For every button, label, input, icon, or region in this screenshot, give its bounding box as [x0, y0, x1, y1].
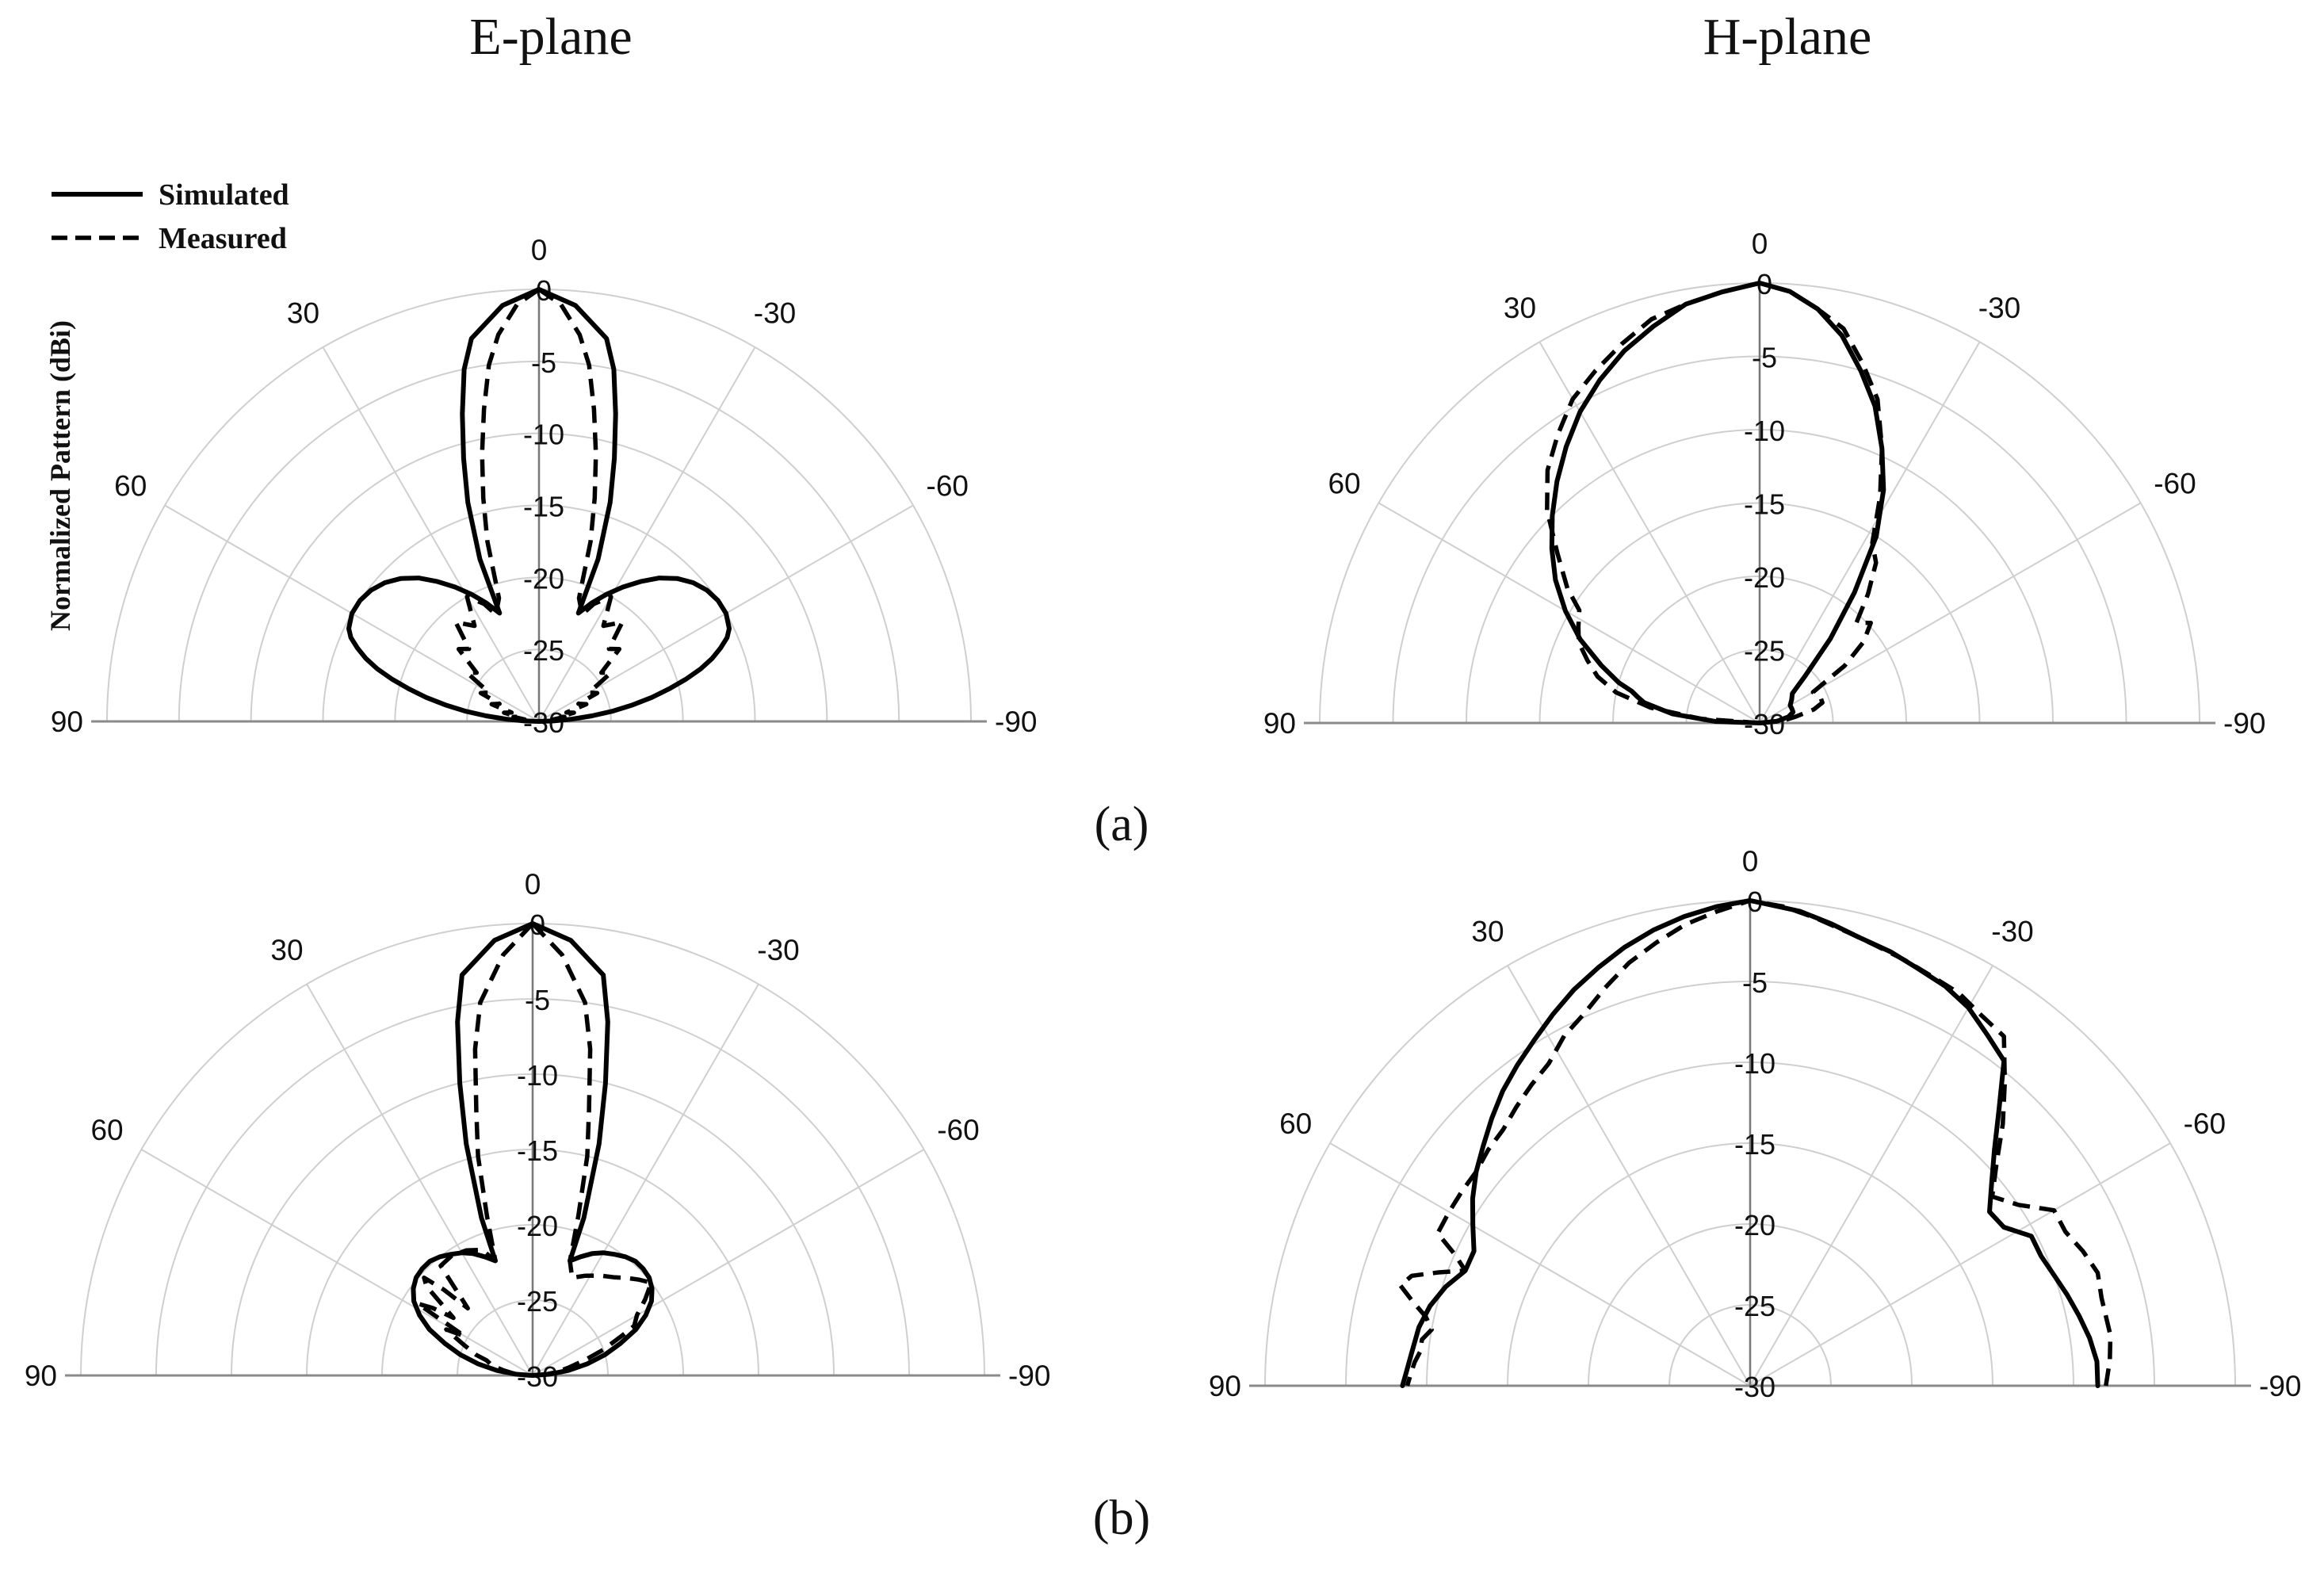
angle-tick-label: -60: [927, 470, 969, 503]
angle-tick-label: 60: [114, 470, 147, 503]
measured-trace: [531, 922, 654, 1378]
radial-tick-label: -20: [1734, 1209, 1775, 1241]
angle-tick-label: -60: [2154, 468, 2196, 500]
angle-tick-label: 30: [1471, 916, 1504, 948]
angle-tick-label: 0: [525, 868, 541, 901]
radial-tick-label: -15: [517, 1134, 558, 1167]
grid-spoke: [1749, 965, 1993, 1387]
angle-tick-label: 90: [25, 1360, 57, 1392]
angle-tick-label: 90: [1263, 707, 1296, 740]
radial-tick-label: -10: [523, 419, 564, 451]
y-axis-label: Normalized Pattern (dBi): [44, 320, 76, 631]
grid-spoke: [1539, 341, 1760, 724]
grid-spoke: [322, 346, 540, 722]
angle-tick-label: -30: [1978, 292, 2020, 324]
angle-tick-label: -60: [2184, 1107, 2226, 1140]
radial-tick-label: -25: [1734, 1290, 1775, 1322]
angle-tick-label: 30: [270, 934, 303, 966]
simulated-trace: [530, 921, 655, 1378]
grid-spoke: [140, 1149, 533, 1376]
angle-tick-label: 0: [1752, 228, 1768, 260]
radial-tick-label: -15: [1734, 1128, 1775, 1161]
angle-tick-label: -90: [2259, 1370, 2301, 1402]
angle-tick-label: 60: [90, 1114, 123, 1146]
angle-tick-label: -30: [754, 297, 796, 330]
angle-tick-label: -60: [937, 1114, 979, 1146]
angle-tick-label: -90: [995, 706, 1037, 738]
radial-tick-label: -5: [525, 984, 550, 1016]
angle-tick-label: 60: [1279, 1107, 1312, 1140]
measured-trace: [415, 922, 534, 1378]
grid-spoke: [538, 346, 756, 722]
radial-tick-label: -25: [523, 634, 564, 667]
panel-label-b: (b): [1093, 1491, 1150, 1545]
angle-tick-label: 0: [531, 234, 548, 266]
radial-tick-label: -5: [1752, 342, 1777, 374]
grid-spoke: [306, 983, 533, 1376]
radial-tick-label: -10: [1734, 1047, 1775, 1080]
angle-tick-label: -30: [757, 934, 799, 966]
grid-spoke: [1507, 965, 1751, 1387]
polar-panels: 90 60 30 0 -30 -60 -90 0 -5 -10 -15 -20 -25 -30 90 60 30…: [25, 228, 2302, 1403]
simulated-trace: [1549, 281, 1886, 725]
angle-tick-label: -90: [2223, 707, 2265, 740]
col-title-e-plane: E-plane: [469, 8, 632, 66]
radial-tick-label: -5: [1742, 966, 1768, 999]
radial-tick-label: -20: [1744, 561, 1785, 594]
simulated-trace: [411, 921, 535, 1378]
radial-tick-label: -20: [523, 562, 564, 595]
measured-trace: [537, 287, 625, 724]
radial-tick-label: -30: [1734, 1371, 1775, 1403]
legend: Simulated Measured: [52, 178, 289, 255]
grid-spoke: [532, 983, 759, 1376]
radial-tick-label: -10: [1744, 415, 1785, 447]
col-title-h-plane: H-plane: [1703, 8, 1872, 66]
radial-tick-label: -15: [1744, 488, 1785, 521]
grid-spoke: [1749, 1142, 2171, 1387]
simulated-trace: [346, 287, 541, 724]
radial-tick-label: -25: [1744, 635, 1785, 668]
grid-spoke: [1329, 1142, 1751, 1387]
legend-measured-label: Measured: [159, 222, 287, 255]
angle-tick-label: 90: [1209, 1370, 1241, 1402]
angle-tick-label: 90: [51, 706, 83, 738]
angle-tick-label: 30: [1504, 292, 1536, 324]
angle-tick-label: -90: [1008, 1360, 1050, 1392]
angle-tick-label: 30: [287, 297, 319, 330]
panel-label-a: (a): [1095, 798, 1149, 851]
simulated-trace: [537, 287, 732, 724]
radial-tick-label: -25: [517, 1285, 558, 1318]
measured-trace: [453, 287, 541, 724]
angle-tick-label: 0: [1742, 845, 1759, 878]
grid-spoke: [1759, 341, 1981, 724]
grid-spoke: [532, 1149, 925, 1376]
measured-trace: [1545, 281, 1885, 725]
radial-tick-label: -5: [531, 346, 556, 379]
angle-tick-label: -30: [1991, 916, 2033, 948]
radial-tick-label: -10: [517, 1059, 558, 1092]
radial-tick-label: -15: [523, 491, 564, 523]
legend-simulated-label: Simulated: [159, 178, 289, 212]
angle-tick-label: 60: [1328, 468, 1360, 500]
radial-tick-label: -20: [517, 1210, 558, 1242]
